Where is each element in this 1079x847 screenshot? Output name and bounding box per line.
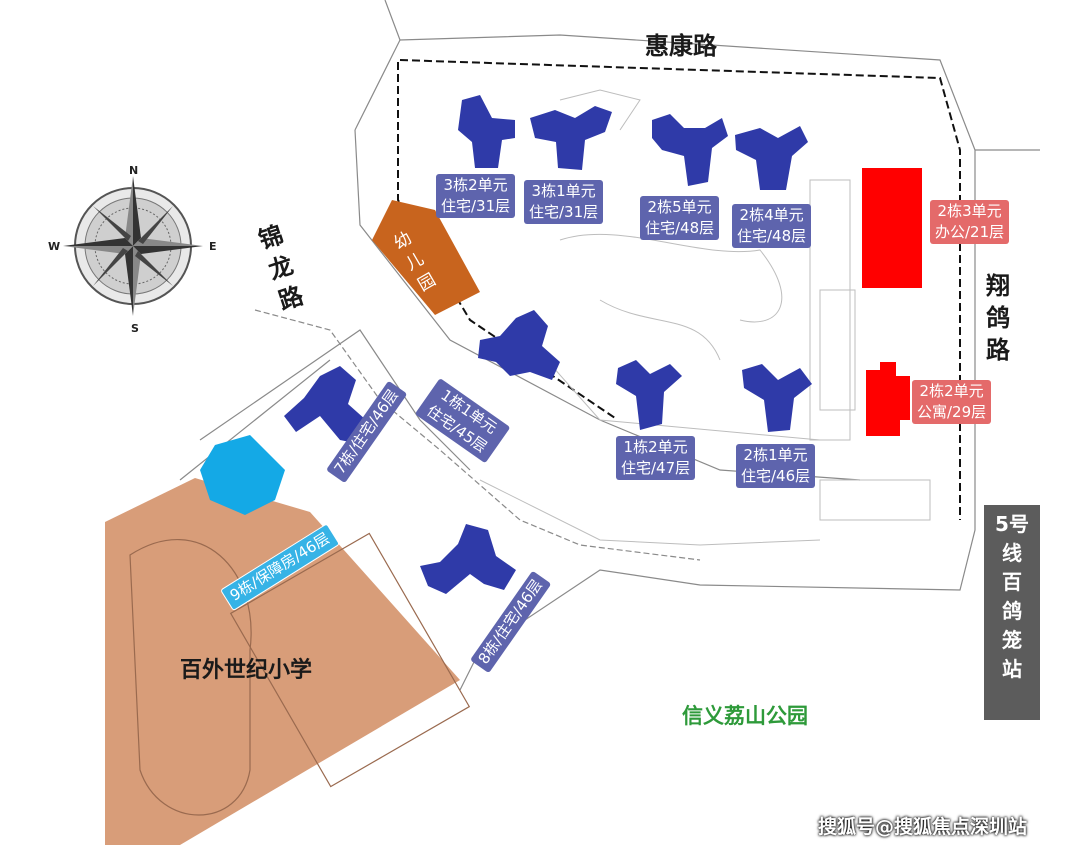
road-north-label: 惠康路 [645, 32, 717, 60]
park-label: 信义荔山公园 [682, 704, 808, 728]
road-east-label: 翔鸽路 [986, 272, 1010, 364]
compass-s-label: S [131, 322, 139, 335]
kindergarten-shape [372, 200, 480, 315]
tower-1-1 [478, 310, 560, 380]
label-3-2: 3栋2单元住宅/31层 [436, 174, 516, 218]
compass-e-label: E [209, 240, 217, 253]
building-2-3-shape [862, 168, 922, 288]
building-9-shape [200, 435, 285, 515]
tower-2-4 [735, 126, 808, 190]
tower-3-2 [458, 95, 515, 168]
residential-towers [284, 95, 812, 594]
school-label: 百外世纪小学 [180, 658, 313, 683]
label-2-5: 2栋5单元住宅/48层 [640, 196, 720, 240]
building-2-2-shape [866, 362, 910, 436]
metro-sign-bg [984, 505, 1040, 720]
compass-w-label: W [48, 240, 61, 253]
tower-8 [420, 524, 516, 594]
label-2-1: 2栋1单元住宅/46层 [736, 444, 816, 488]
label-3-1: 3栋1单元住宅/31层 [524, 180, 604, 224]
watermark: 搜狐号@搜狐焦点深圳站 [818, 816, 1028, 838]
compass-rose [63, 176, 203, 316]
label-1-2: 1栋2单元住宅/47层 [616, 436, 696, 480]
metro-station-label: 5号线百鸽笼站 [995, 512, 1029, 681]
tower-7 [284, 366, 366, 444]
tower-2-5 [652, 114, 728, 186]
label-2-4: 2栋4单元住宅/48层 [732, 204, 812, 248]
tower-3-1 [530, 106, 612, 170]
label-2-3: 2栋3单元办公/21层 [930, 200, 1010, 244]
tower-1-2 [616, 360, 682, 430]
school-track [129, 532, 471, 816]
label-2-2: 2栋2单元公寓/29层 [912, 380, 992, 424]
tower-2-1 [742, 364, 812, 432]
compass-n-label: N [129, 164, 139, 177]
school-area [105, 478, 460, 845]
